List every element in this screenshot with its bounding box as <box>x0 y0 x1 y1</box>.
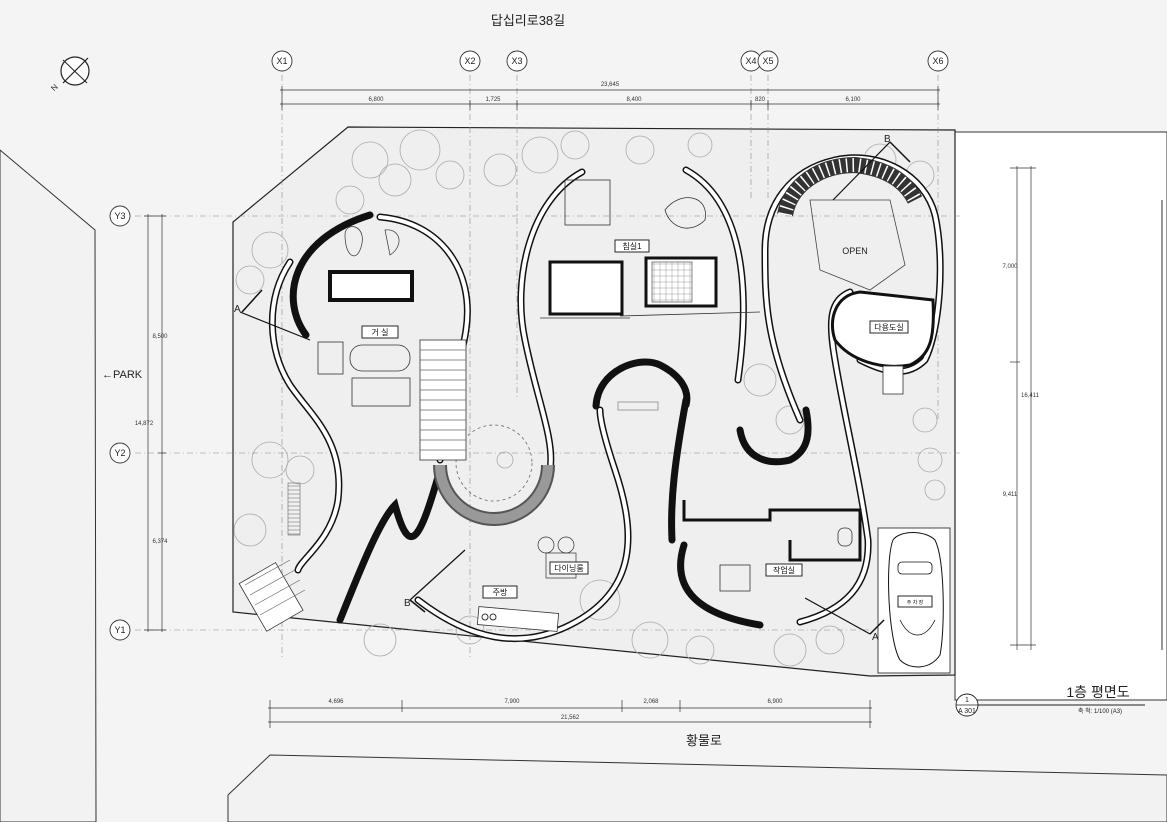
svg-text:X1: X1 <box>276 56 287 66</box>
svg-text:N: N <box>49 82 60 93</box>
dim-bottom-4: 6,900 <box>767 699 783 705</box>
round-courtyard <box>433 424 555 526</box>
grid-bubble-y2: Y2 <box>109 442 131 464</box>
dim-bottom-total: 21,562 <box>561 715 580 721</box>
svg-text:주 차 장: 주 차 장 <box>907 599 924 606</box>
dim-bottom-1: 4,696 <box>328 699 344 705</box>
north-arrow-icon: N <box>49 56 90 93</box>
grid-bubble-x6: X6 <box>927 50 949 72</box>
dim-top-2: 1,725 <box>485 97 501 103</box>
svg-text:다이닝룸: 다이닝룸 <box>554 563 583 573</box>
svg-text:Y1: Y1 <box>114 625 125 635</box>
drawing-title: 1층 평면도 <box>1066 684 1129 700</box>
room-label-bedroom: 침실1 <box>614 239 650 253</box>
drawing-scale: 축 척: 1/100 (A3) <box>1078 707 1122 715</box>
svg-text:A: A <box>234 304 241 315</box>
svg-text:Y2: Y2 <box>114 448 125 458</box>
grid-bubble-y3: Y3 <box>109 205 131 227</box>
title-sheet: A 301 <box>958 708 976 715</box>
bedroom-core <box>540 179 761 319</box>
dim-right-1: 7,000 <box>1002 264 1018 270</box>
dim-bottom-3: 2,068 <box>643 699 659 705</box>
svg-text:Y3: Y3 <box>114 211 125 221</box>
svg-text:작업실: 작업실 <box>773 565 795 575</box>
title-number: 1 <box>965 697 969 704</box>
svg-text:B: B <box>884 134 891 145</box>
grid-bubble-y1: Y1 <box>109 619 131 641</box>
section-marker-a-left: A <box>234 289 311 341</box>
dim-top-4: 820 <box>755 97 766 103</box>
grid-bubble-x2: X2 <box>459 50 481 72</box>
dim-bottom-2: 7,900 <box>504 699 520 705</box>
room-label-parking: 주 차 장 <box>897 595 933 608</box>
room-label-work: 작업실 <box>765 563 803 577</box>
park-direction-label: ←PARK <box>102 369 143 381</box>
dim-left-1: 8,500 <box>152 334 168 340</box>
svg-text:X3: X3 <box>511 56 522 66</box>
grid-bubble-x3: X3 <box>506 50 528 72</box>
room-label-dining: 다이닝룸 <box>549 561 589 575</box>
dim-left-total: 14,872 <box>135 421 154 427</box>
svg-text:B: B <box>404 598 411 609</box>
room-label-open: OPEN <box>842 246 868 256</box>
section-marker-b-bottom: B <box>404 549 466 613</box>
dim-right-total: 16,411 <box>1021 393 1040 399</box>
room-label-multi: 다용도실 <box>869 320 909 334</box>
street-name-south: 황물로 <box>686 733 722 748</box>
room-label-kitchen: 주방 <box>482 585 518 599</box>
work-room-core <box>682 500 862 592</box>
living-furniture <box>317 226 414 407</box>
room-label-living: 거 실 <box>361 325 399 339</box>
entry-steps <box>238 559 306 632</box>
svg-text:X6: X6 <box>932 56 943 66</box>
svg-text:OPEN: OPEN <box>842 246 868 256</box>
svg-text:침실1: 침실1 <box>622 241 642 251</box>
grid-bubble-x1: X1 <box>271 50 293 72</box>
stair-living <box>419 339 467 461</box>
section-marker-a-right: A <box>804 597 885 643</box>
stair-spiral-open <box>777 156 923 291</box>
dim-left-2: 6,374 <box>152 539 168 545</box>
svg-text:X4: X4 <box>745 56 756 66</box>
svg-text:주방: 주방 <box>493 587 508 597</box>
dimension-lines <box>144 86 1036 728</box>
title-block: 1 A 301 1층 평면도 축 척: 1/100 (A3) <box>955 684 1145 717</box>
grid-bubble-x5: X5 <box>757 50 779 72</box>
dim-top-1: 6,800 <box>368 97 384 103</box>
deck-bench <box>287 401 659 536</box>
svg-text:다용도실: 다용도실 <box>874 322 903 332</box>
kitchen-counter <box>476 536 577 632</box>
svg-text:A: A <box>872 632 879 643</box>
section-marker-b-top: B <box>832 134 911 201</box>
dim-top-3: 8,400 <box>626 97 642 103</box>
street-name-north: 답십리로38길 <box>491 13 565 28</box>
dim-right-2: 9,411 <box>1003 492 1018 498</box>
dim-top-5: 6,100 <box>845 97 861 103</box>
svg-text:거 실: 거 실 <box>372 327 389 337</box>
dim-top-total: 23,645 <box>601 82 620 88</box>
svg-text:X2: X2 <box>464 56 475 66</box>
landscape-trees <box>233 129 946 667</box>
svg-text:X5: X5 <box>762 56 773 66</box>
